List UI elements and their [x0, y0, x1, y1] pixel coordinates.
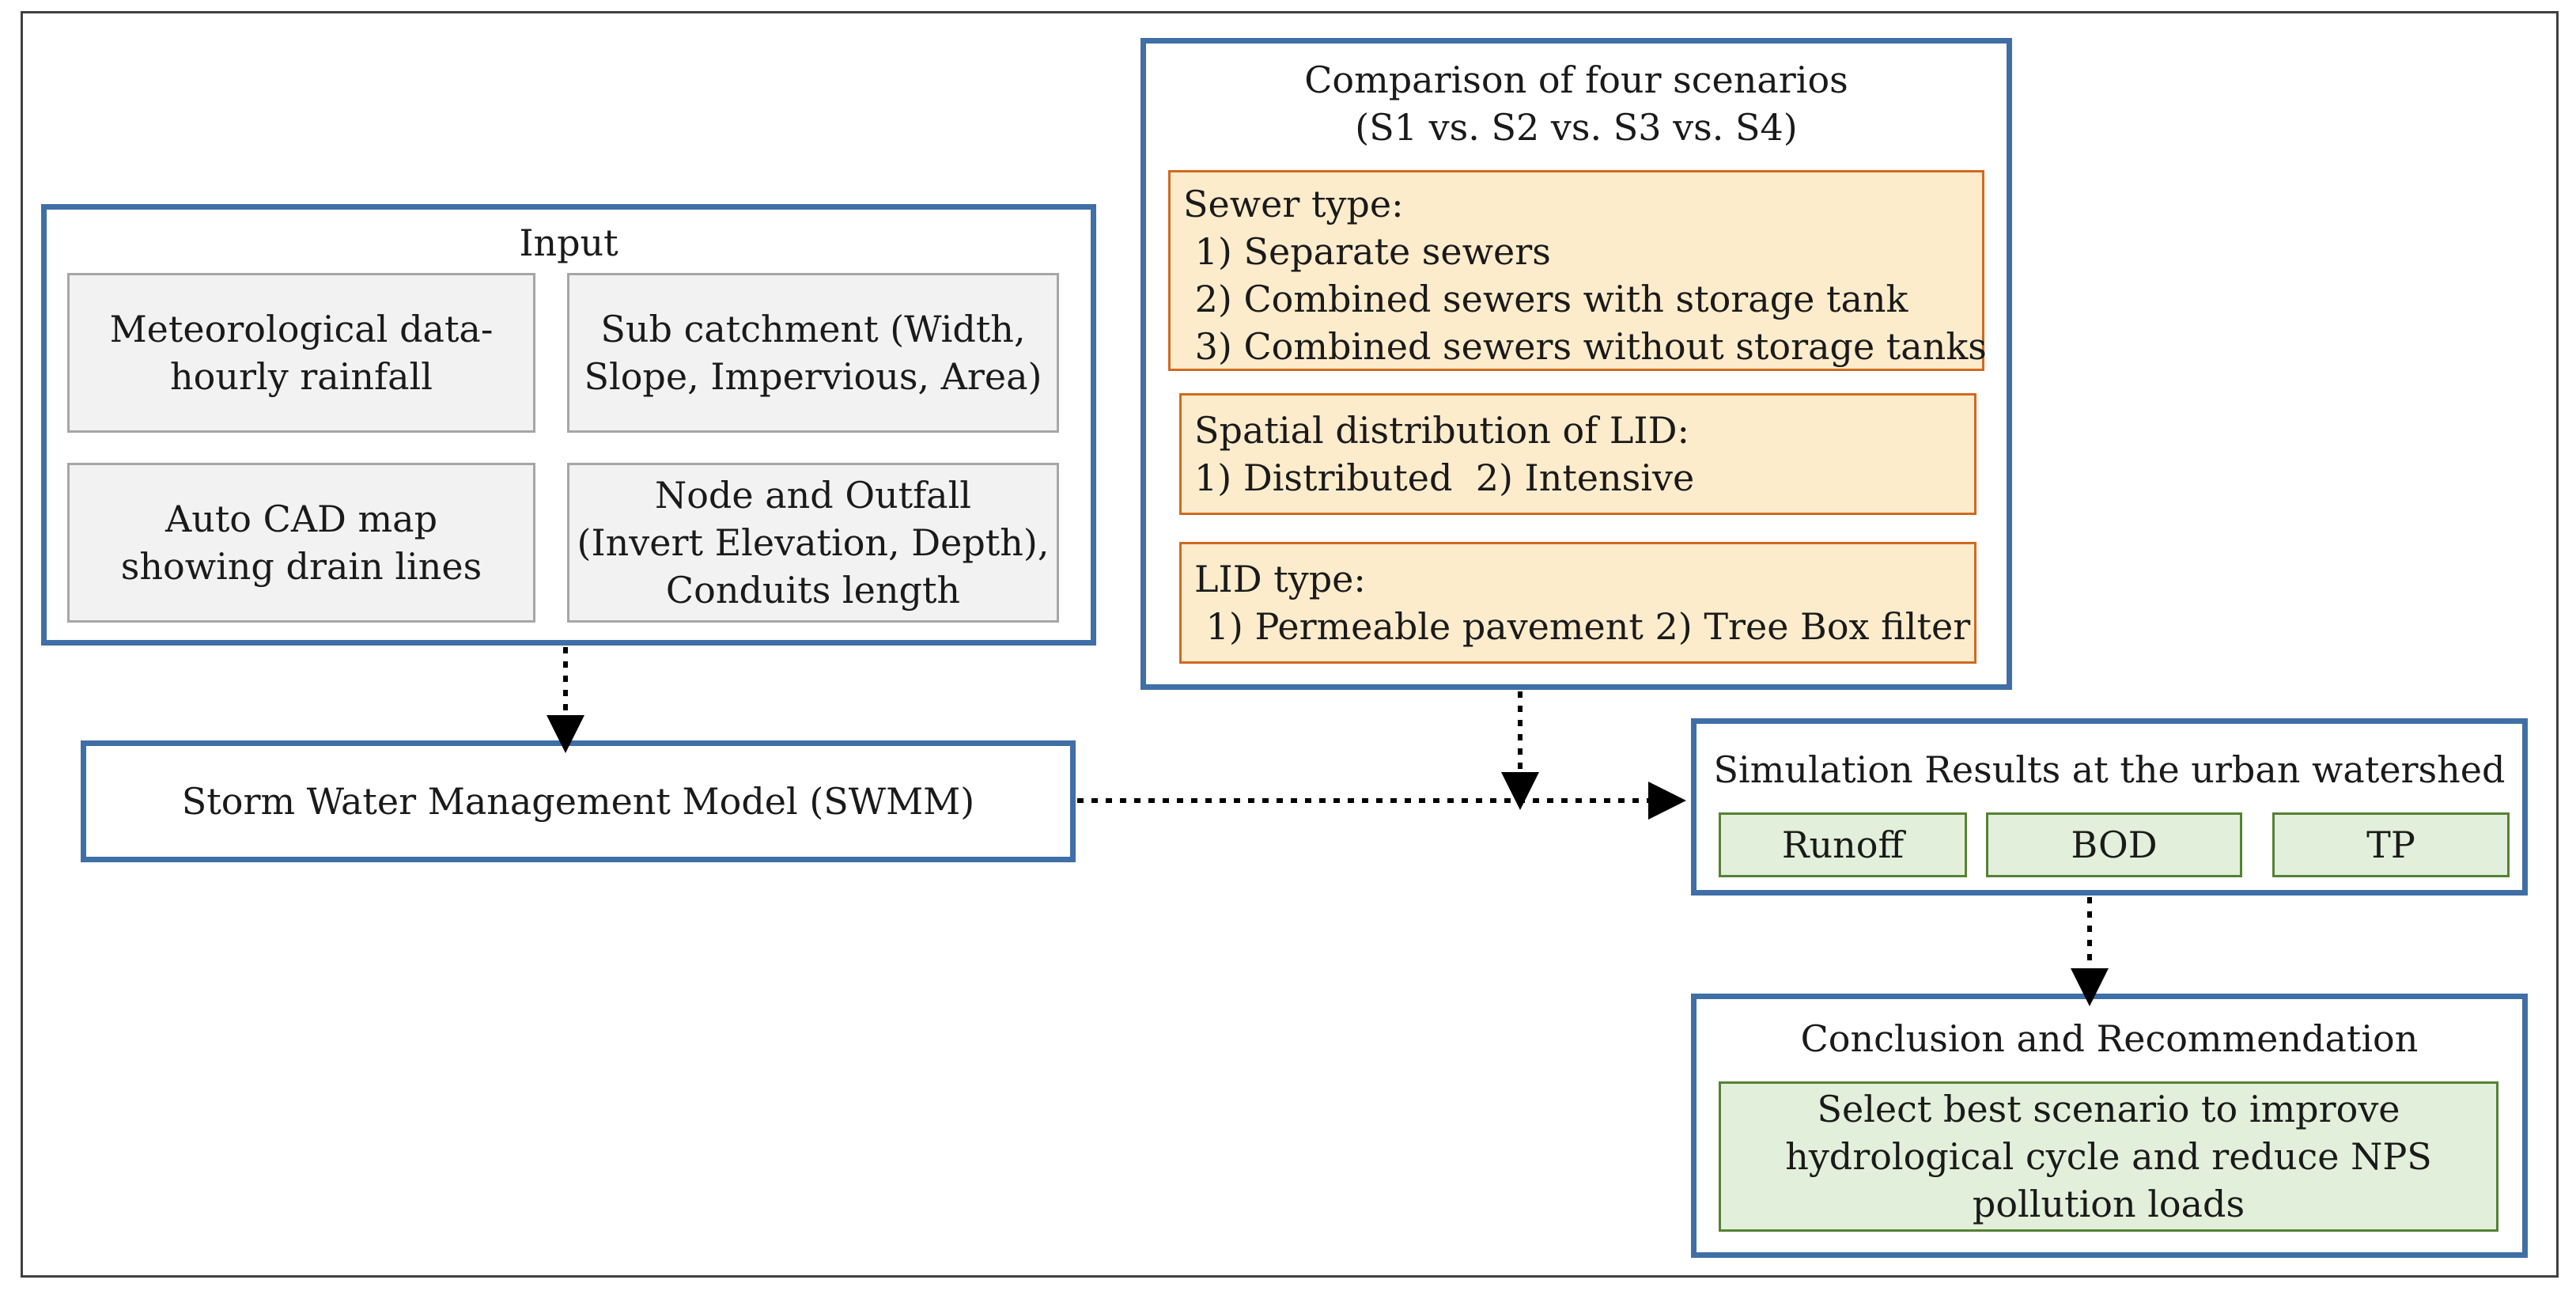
- input-title: Input: [519, 222, 618, 264]
- result-runoff: Runoff: [1719, 812, 1967, 877]
- scenarios-title-line1: Comparison of four scenarios: [1304, 59, 1848, 101]
- simulation-results-title: Simulation Results at the urban watershe…: [1713, 748, 2506, 791]
- swmm-label: Storm Water Management Model (SWMM): [181, 780, 975, 823]
- sewer-type-item: 1) Separate sewers: [1183, 230, 1551, 273]
- input-meteorological-data: Meteorological data- hourly rainfall: [67, 273, 535, 433]
- scenarios-title-line2: (S1 vs. S2 vs. S3 vs. S4): [1355, 106, 1798, 149]
- conclusion-title: Conclusion and Recommendation: [1800, 1017, 2419, 1060]
- result-bod: BOD: [1986, 812, 2242, 877]
- scenarios-box: Comparison of four scenarios (S1 vs. S2 …: [1140, 38, 2012, 690]
- diagram-frame: [21, 11, 2559, 1278]
- input-sub-catchment: Sub catchment (Width, Slope, Impervious,…: [567, 273, 1059, 433]
- conclusion-box: Conclusion and Recommendation Select bes…: [1691, 994, 2528, 1258]
- lid-type-box: LID type: 1) Permeable pavement 2) Tree …: [1179, 542, 1976, 664]
- spatial-distribution-item: 1) Distributed 2) Intensive: [1194, 456, 1695, 499]
- input-box: Input Meteorological data- hourly rainfa…: [41, 204, 1096, 646]
- spatial-distribution-heading: Spatial distribution of LID:: [1194, 409, 1689, 452]
- sewer-type-box: Sewer type: 1) Separate sewers 2) Combin…: [1168, 170, 1987, 371]
- lid-type-item: 1) Permeable pavement 2) Tree Box filter: [1194, 605, 1971, 648]
- conclusion-body: Select best scenario to improve hydrolog…: [1719, 1081, 2498, 1232]
- swmm-box: Storm Water Management Model (SWMM): [81, 740, 1076, 862]
- lid-type-heading: LID type:: [1194, 558, 1366, 600]
- result-tp: TP: [2272, 812, 2510, 877]
- spatial-distribution-box: Spatial distribution of LID: 1) Distribu…: [1179, 393, 1976, 515]
- sewer-type-item: 3) Combined sewers without storage tanks: [1183, 325, 1987, 368]
- sewer-type-heading: Sewer type:: [1183, 183, 1404, 225]
- input-node-outfall: Node and Outfall (Invert Elevation, Dept…: [567, 463, 1059, 623]
- sewer-type-item: 2) Combined sewers with storage tank: [1183, 278, 1908, 320]
- input-autocad-map: Auto CAD map showing drain lines: [67, 463, 535, 623]
- simulation-results-box: Simulation Results at the urban watershe…: [1691, 718, 2528, 896]
